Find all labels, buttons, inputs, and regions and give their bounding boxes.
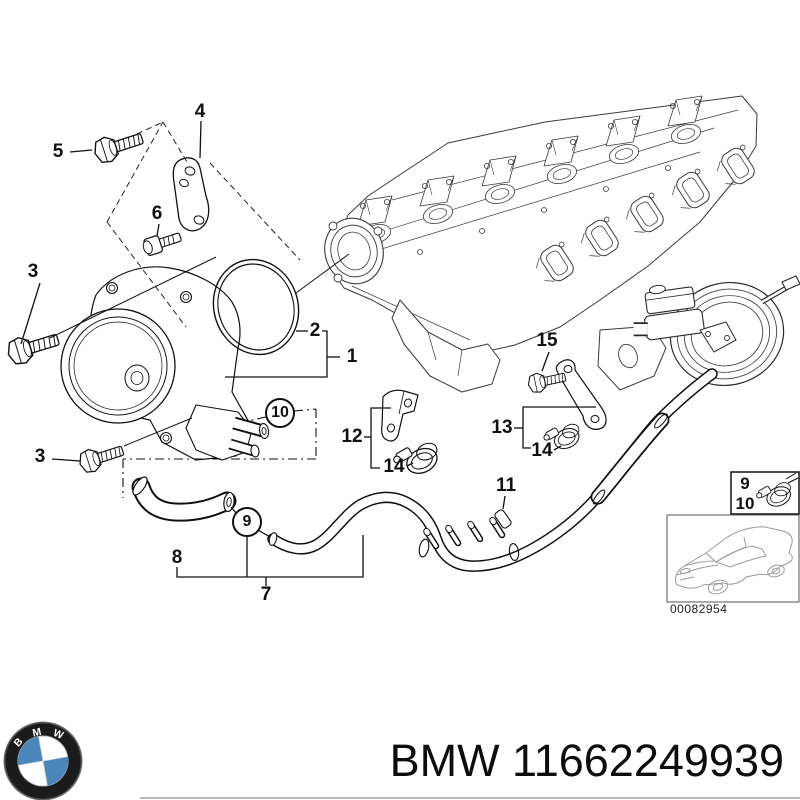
cylinder-head-drawing — [324, 95, 762, 393]
axis-leader-lines — [49, 253, 350, 447]
car-silhouette-icon — [675, 526, 793, 595]
bracket-13 — [555, 359, 607, 430]
callout-14-right: 14 — [531, 440, 553, 461]
callout-4: 4 — [194, 101, 206, 122]
pump-mount-flange — [324, 217, 384, 285]
bracket-4 — [172, 157, 210, 232]
car-reference-box — [666, 514, 800, 603]
roundel-letter-w: W — [51, 727, 65, 742]
callout-3-upper: 3 — [27, 261, 39, 282]
construction-lines — [106, 121, 301, 328]
callout-2: 2 — [309, 320, 321, 341]
image-code: 00082954 — [670, 602, 728, 616]
o-ring-drawing — [212, 258, 300, 356]
callout-10-circled: 10 — [271, 404, 289, 421]
bracket-12 — [381, 389, 419, 442]
callout-8: 8 — [171, 547, 183, 568]
callout-1: 1 — [346, 346, 358, 367]
callout-14-left: 14 — [383, 456, 405, 477]
roundel-letter-m: M — [31, 726, 42, 740]
part-number-text: BMW 11662249939 — [389, 735, 784, 786]
bmw-roundel-logo: B M W — [3, 721, 83, 800]
callout-13: 13 — [491, 417, 513, 438]
callout-6: 6 — [151, 203, 163, 224]
inset-item-10: 10 — [735, 494, 755, 513]
bottom-edge-rule — [140, 797, 800, 799]
bolt-3-upper — [3, 326, 63, 368]
clamp-key-box — [730, 471, 800, 515]
callout-leader-lines — [20, 120, 596, 586]
callout-circle-9 — [232, 507, 262, 537]
connector-11 — [494, 509, 512, 529]
callout-9-circled: 9 — [242, 513, 252, 530]
callout-15: 15 — [536, 330, 558, 351]
callout-3-lower: 3 — [34, 446, 46, 467]
bolt-6 — [142, 232, 182, 256]
inset-item-9: 9 — [740, 474, 750, 493]
vacuum-pump-drawing — [60, 266, 270, 461]
bolt-3-lower — [75, 438, 127, 476]
callout-7: 7 — [260, 584, 272, 605]
elbow-hose-8 — [131, 476, 237, 522]
hose-nipples — [423, 516, 506, 550]
master-cylinder — [633, 284, 705, 341]
brake-booster-drawing — [633, 275, 800, 387]
callout-5: 5 — [52, 141, 64, 162]
callout-circle-10 — [265, 398, 295, 428]
vacuum-hose-7 — [267, 368, 718, 572]
dash-dot-boundary — [122, 408, 317, 498]
bolt-5 — [90, 125, 147, 167]
callout-12: 12 — [341, 426, 363, 447]
callout-11: 11 — [495, 475, 517, 496]
